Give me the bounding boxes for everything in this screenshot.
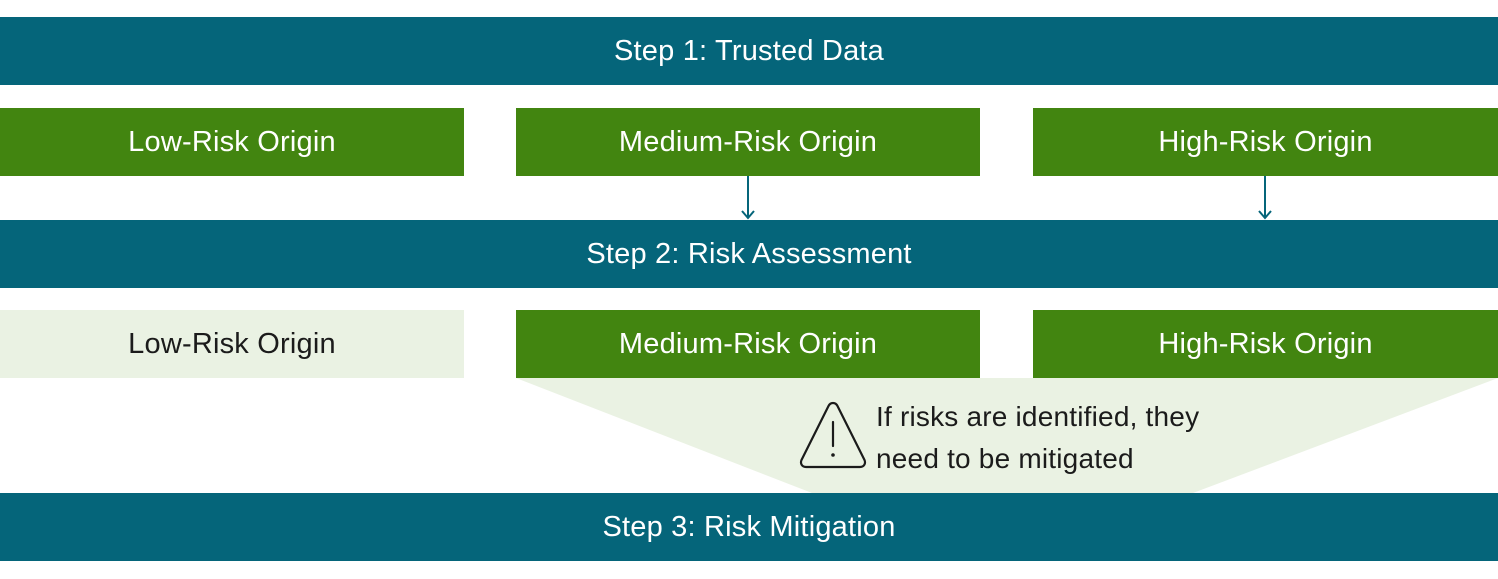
note-line-1: If risks are identified, they	[876, 401, 1200, 432]
row2-low-risk-origin: Low-Risk Origin	[0, 310, 464, 378]
mitigation-note: If risks are identified, they need to be…	[876, 396, 1199, 480]
row1-low-label: Low-Risk Origin	[128, 125, 336, 158]
row1-medium-risk-origin: Medium-Risk Origin	[516, 108, 980, 176]
step-1-bar: Step 1: Trusted Data	[0, 17, 1498, 85]
row1-medium-label: Medium-Risk Origin	[618, 125, 878, 158]
high-arrow	[1258, 176, 1272, 220]
step-1-label: Step 1: Trusted Data	[614, 34, 884, 67]
step-3-bar: Step 3: Risk Mitigation	[0, 493, 1498, 561]
row2-medium-risk-origin: Medium-Risk Origin	[516, 310, 980, 378]
row2-medium-label: Medium-Risk Origin	[618, 327, 878, 360]
warning-triangle-icon	[799, 401, 867, 469]
row2-high-label: High-Risk Origin	[1158, 327, 1373, 360]
row1-high-risk-origin: High-Risk Origin	[1033, 108, 1498, 176]
medium-arrow	[741, 176, 755, 220]
row2-high-risk-origin: High-Risk Origin	[1033, 310, 1498, 378]
row1-low-risk-origin: Low-Risk Origin	[0, 108, 464, 176]
step-2-bar: Step 2: Risk Assessment	[0, 220, 1498, 288]
note-line-2: need to be mitigated	[876, 443, 1134, 474]
row2-low-label: Low-Risk Origin	[128, 327, 336, 360]
step-3-label: Step 3: Risk Mitigation	[602, 510, 896, 543]
step-2-label: Step 2: Risk Assessment	[586, 237, 912, 270]
row1-high-label: High-Risk Origin	[1158, 125, 1373, 158]
